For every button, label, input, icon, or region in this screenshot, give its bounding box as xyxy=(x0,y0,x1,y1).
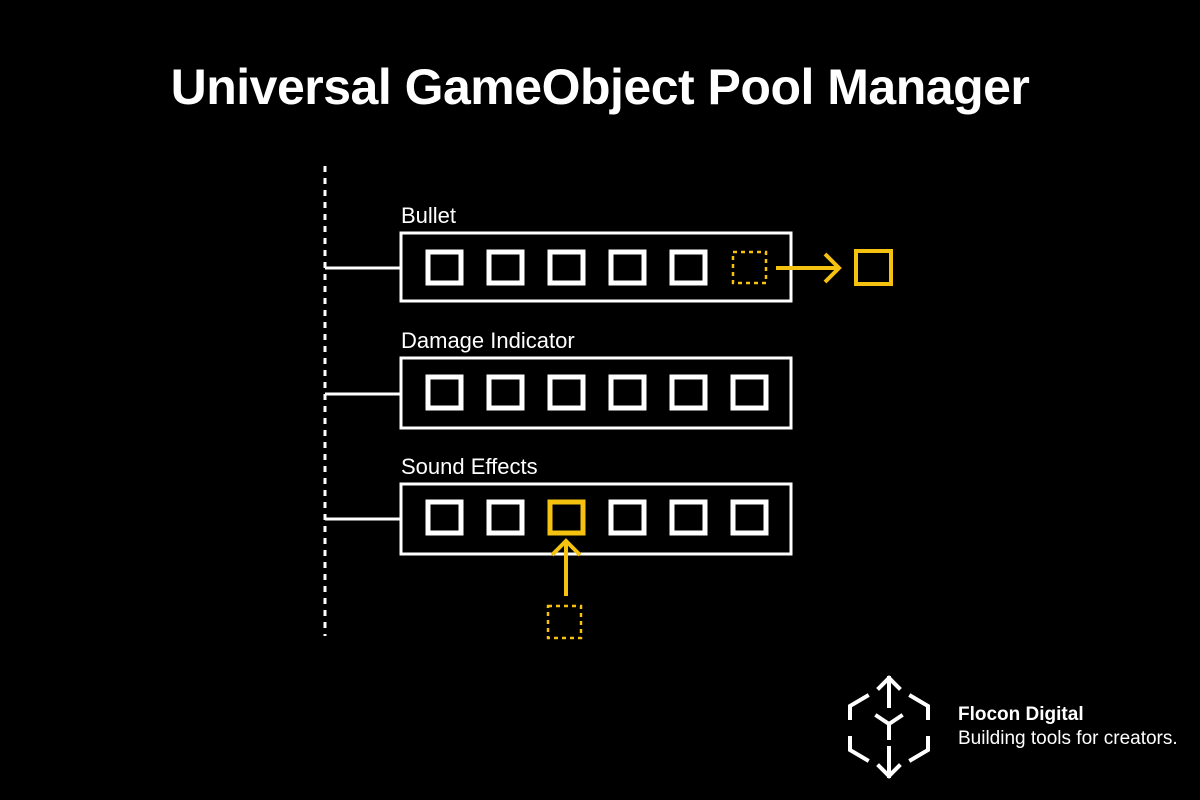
pool-slot xyxy=(608,374,647,411)
pool-slots xyxy=(425,249,769,536)
pool-slot xyxy=(425,374,464,411)
pool-slot xyxy=(669,374,708,411)
brand-tagline: Building tools for creators. xyxy=(958,728,1178,749)
pool-slot xyxy=(547,249,586,286)
pool-label-damage: Damage Indicator xyxy=(401,328,575,353)
pool-slot xyxy=(547,374,586,411)
pool-slot xyxy=(425,249,464,286)
pool-slot xyxy=(486,249,525,286)
spawned-object xyxy=(854,249,893,286)
pool-slot xyxy=(669,499,708,536)
arrow-up-icon xyxy=(550,538,582,557)
flocon-snowflake-cube-icon xyxy=(848,675,930,779)
pool-slot-returned xyxy=(547,499,586,536)
pool-container-damage xyxy=(399,356,793,430)
pool-slot xyxy=(425,499,464,536)
pool-slot xyxy=(730,374,769,411)
pool-slot xyxy=(486,499,525,536)
pool-slot xyxy=(608,499,647,536)
page-title: Universal GameObject Pool Manager xyxy=(170,59,1030,115)
pool-slot-empty xyxy=(731,250,768,285)
pool-label-sound: Sound Effects xyxy=(401,454,538,479)
pool-slot xyxy=(730,499,769,536)
arrow-right-icon xyxy=(823,252,842,284)
returning-object-placeholder xyxy=(546,604,583,640)
brand-name: Flocon Digital xyxy=(958,704,1084,725)
pool-label-bullet: Bullet xyxy=(401,203,456,228)
pool-slot xyxy=(669,249,708,286)
pool-slot xyxy=(486,374,525,411)
pool-slot xyxy=(608,249,647,286)
pool-container-sound xyxy=(399,482,793,556)
